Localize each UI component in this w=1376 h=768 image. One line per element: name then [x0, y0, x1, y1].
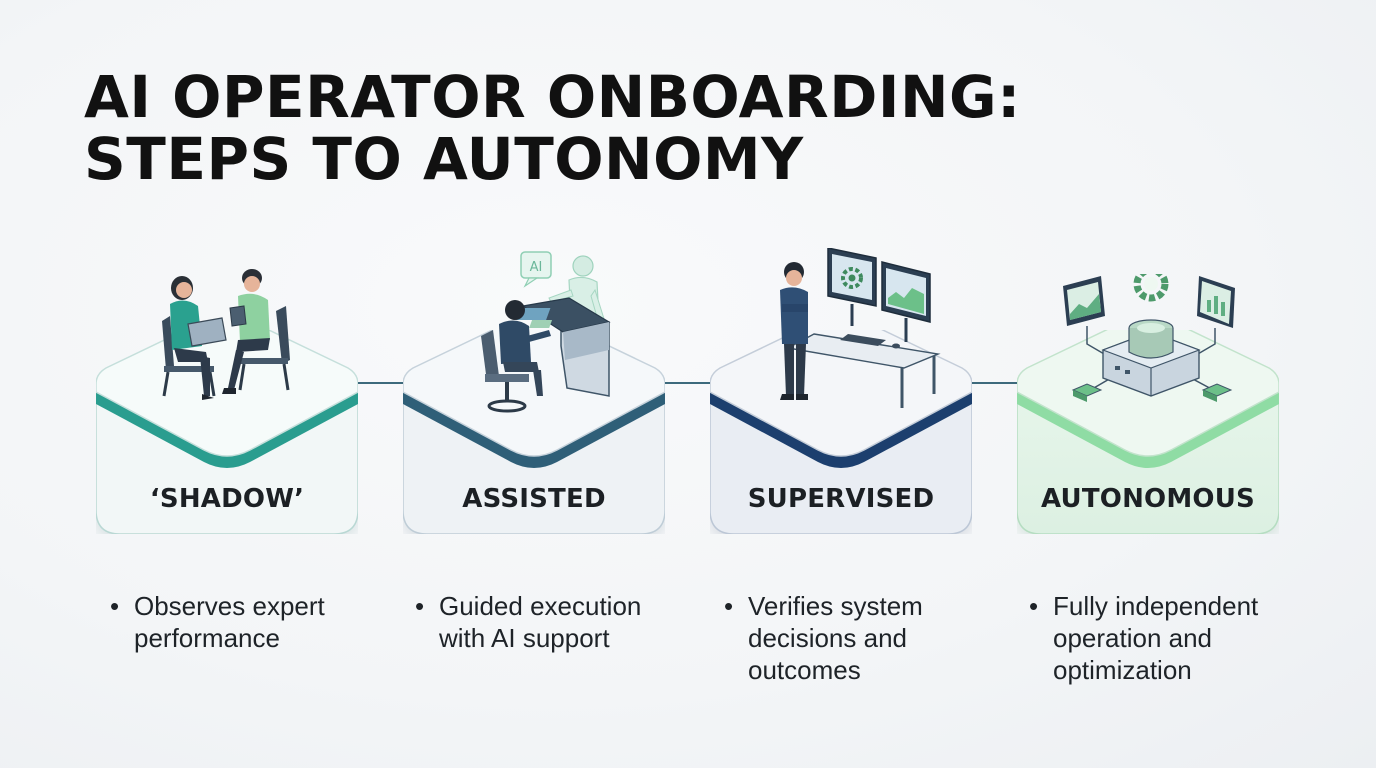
title-line-2: STEPS TO AUTONOMY [84, 125, 804, 193]
stage-label-supervised: SUPERVISED [747, 484, 935, 514]
bullet-dot: • [110, 591, 120, 621]
description-text-shadow: Observes expert performance [134, 591, 325, 653]
stage-card-shadow [96, 330, 358, 534]
bullet-dot: • [415, 591, 425, 621]
stage-supervised: SUPERVISED [710, 248, 972, 534]
bullet-dot: • [1029, 591, 1039, 621]
stage-label-assisted: ASSISTED [462, 484, 606, 514]
supervisor-monitors-icon [780, 248, 941, 408]
stage-label-autonomous: AUTONOMOUS [1041, 484, 1255, 514]
description-text-supervised: Verifies system decisions and outcomes [748, 591, 923, 685]
description-text-autonomous: Fully independent operation and optimiza… [1053, 591, 1259, 685]
operator-console-icon: AI [481, 251, 611, 413]
stage-assisted: ASSISTED AI [403, 251, 665, 534]
bullet-dot: • [724, 591, 734, 621]
description-shadow: • Observes expert performance [110, 590, 350, 654]
autonomous-system-hub-icon [1063, 274, 1235, 402]
description-text-assisted: Guided execution with AI support [439, 591, 642, 653]
ai-badge-text: AI [530, 260, 543, 275]
description-assisted: • Guided execution with AI support [415, 590, 655, 654]
stage-card-autonomous [1017, 330, 1279, 534]
stage-shadow: ‘SHADOW’ [96, 269, 358, 534]
page-title: AI OPERATOR ONBOARDING: STEPS TO AUTONOM… [84, 66, 1021, 190]
connector-line-1 [358, 382, 404, 384]
description-autonomous: • Fully independent operation and optimi… [1029, 590, 1269, 686]
title-line-1: AI OPERATOR ONBOARDING: [84, 63, 1021, 131]
connector-line-2 [665, 382, 711, 384]
stage-autonomous: AUTONOMOUS [1017, 274, 1279, 534]
stage-label-shadow: ‘SHADOW’ [149, 484, 305, 514]
people-collaborating-icon [162, 269, 290, 400]
description-supervised: • Verifies system decisions and outcomes [724, 590, 964, 686]
connector-line-3 [972, 382, 1018, 384]
